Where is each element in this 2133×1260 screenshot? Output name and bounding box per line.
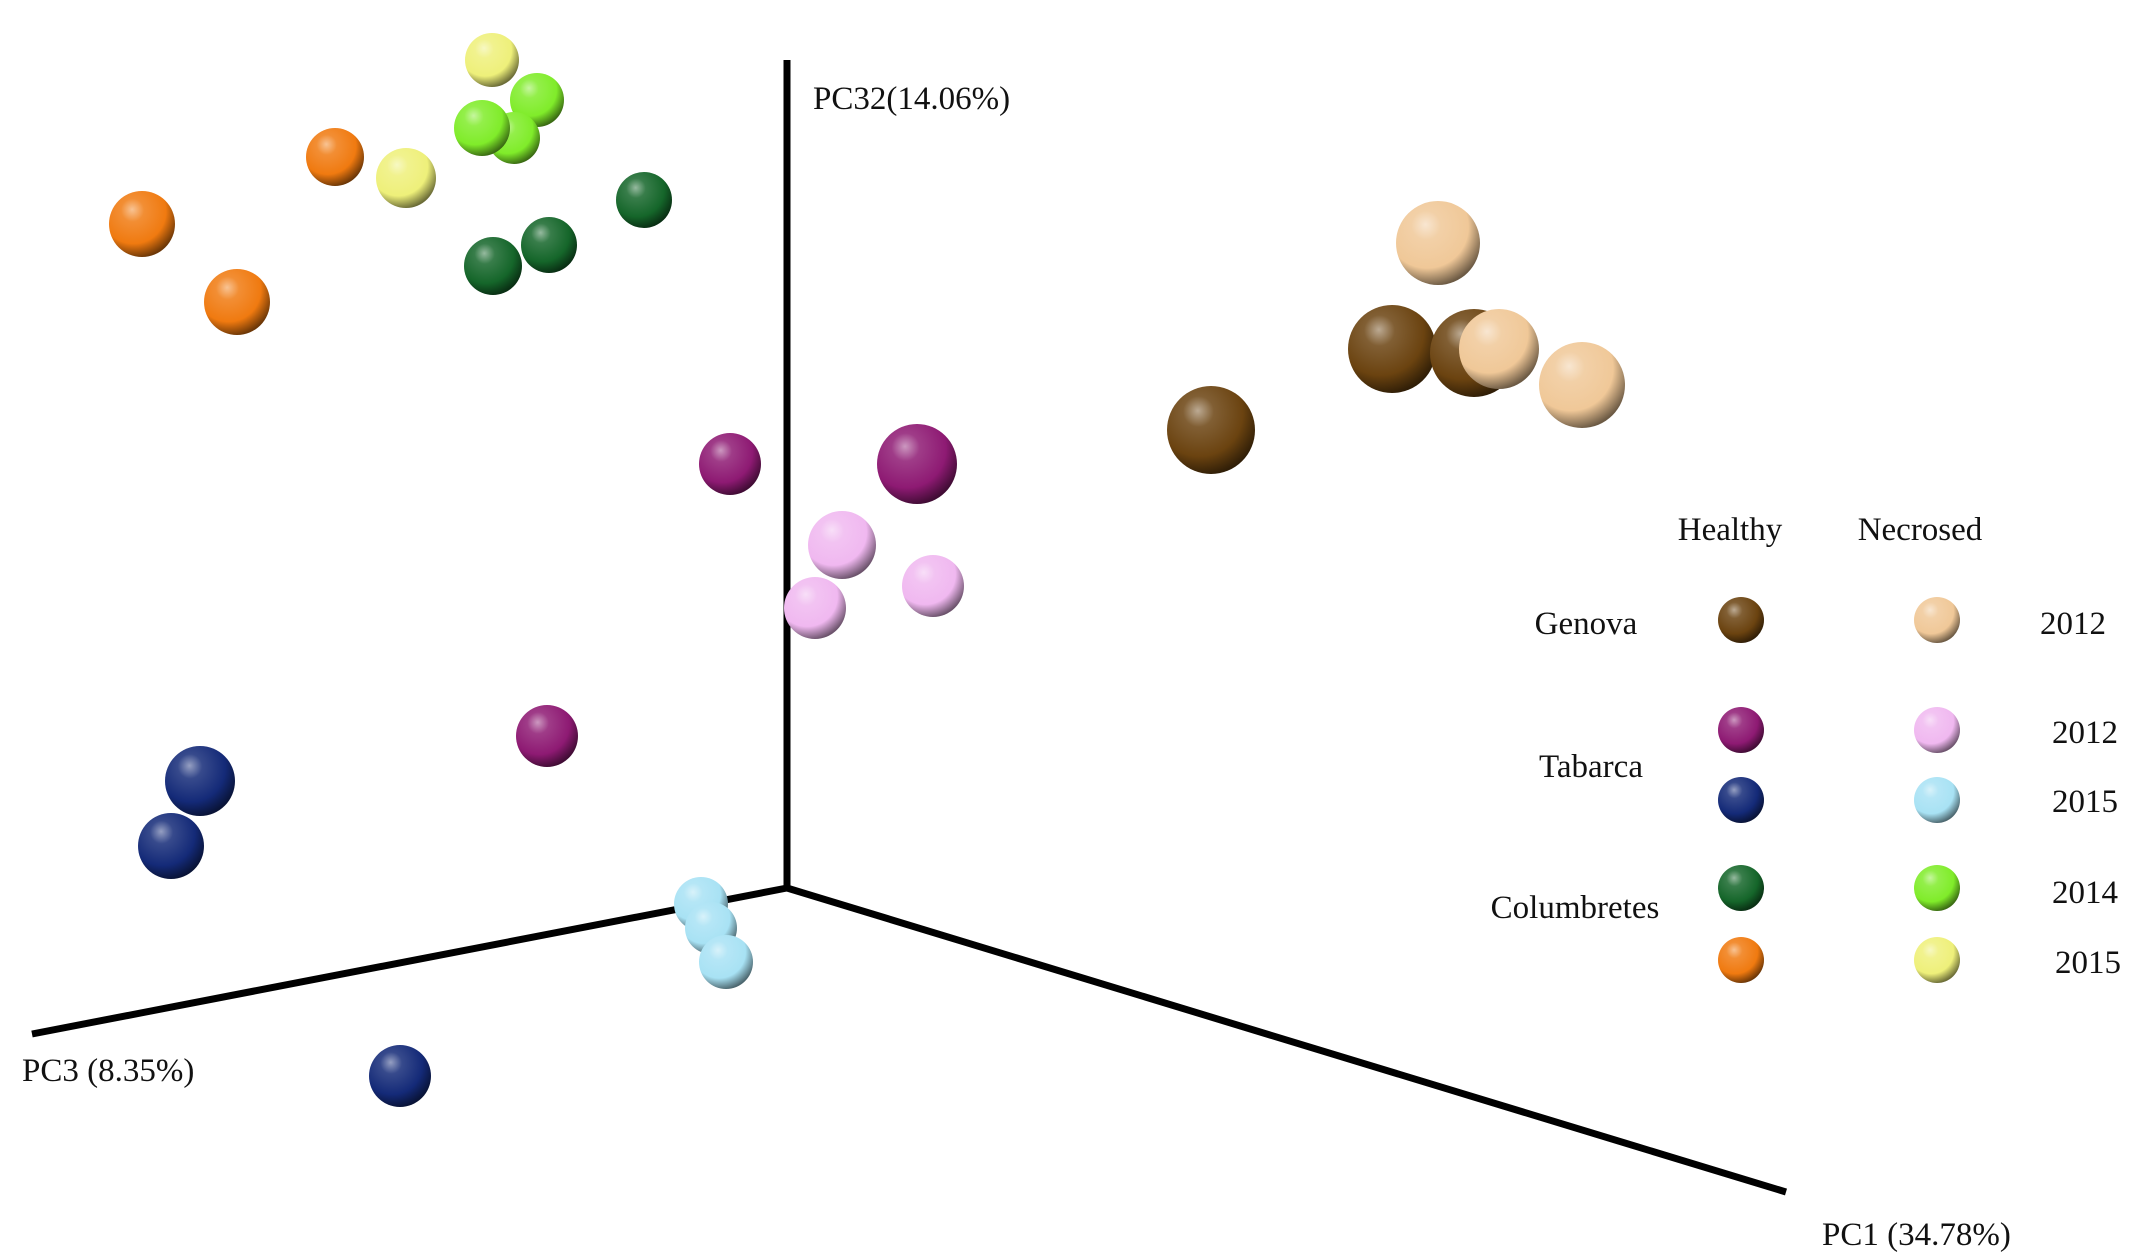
point-columbretes-necrosed-2015-1 — [465, 33, 519, 87]
point-columbretes-healthy-2015-1 — [306, 128, 364, 186]
legend-swatches — [1718, 597, 1960, 983]
legend-year-tabarca-2015: 2015 — [2052, 784, 2118, 820]
point-genova-necrosed-2012-1 — [1396, 201, 1480, 285]
point-genova-necrosed-2012-2 — [1459, 309, 1539, 389]
legend-site-tabarca: Tabarca — [1539, 749, 1643, 785]
point-tabarca-necrosed-2012-2 — [902, 555, 964, 617]
axis-left — [31, 884, 788, 1038]
point-columbretes-healthy-2014-3 — [464, 237, 522, 295]
legend-swatch-healthy-tabarca-2015 — [1718, 777, 1764, 823]
legend-year-columbretes-2015: 2015 — [2055, 945, 2121, 981]
point-columbretes-necrosed-2015-2 — [376, 148, 436, 208]
legend-swatch-healthy-genova-2012 — [1718, 597, 1764, 643]
axis-label-pc32: PC32(14.06%) — [813, 81, 1010, 117]
point-tabarca-healthy-2015-2 — [138, 813, 204, 879]
legend-year-columbretes-2014: 2014 — [2052, 875, 2118, 911]
point-columbretes-healthy-2015-2 — [109, 191, 175, 257]
point-columbretes-necrosed-2014-3 — [454, 100, 510, 156]
axis-right — [785, 884, 1788, 1196]
legend: Healthy Necrosed Genova Tabarca Columbre… — [1491, 512, 2121, 983]
legend-swatch-necrosed-columbretes-2015 — [1914, 937, 1960, 983]
legend-site-genova: Genova — [1535, 606, 1638, 642]
legend-year-genova-2012: 2012 — [2040, 606, 2106, 642]
legend-swatch-necrosed-genova-2012 — [1914, 597, 1960, 643]
legend-swatch-healthy-columbretes-2014 — [1718, 865, 1764, 911]
point-genova-healthy-2012-1 — [1167, 386, 1255, 474]
point-columbretes-necrosed-2014-1 — [510, 73, 564, 127]
point-tabarca-necrosed-2012-1 — [808, 511, 876, 579]
point-columbretes-healthy-2014-1 — [616, 172, 672, 228]
axis-label-pc3: PC3 (8.35%) — [22, 1053, 194, 1089]
point-tabarca-healthy-2012-1 — [699, 433, 761, 495]
point-tabarca-necrosed-2015-3 — [699, 935, 753, 989]
point-tabarca-healthy-2012-2 — [877, 424, 957, 504]
legend-swatch-necrosed-tabarca-2015 — [1914, 777, 1960, 823]
legend-swatch-healthy-columbretes-2015 — [1718, 937, 1764, 983]
legend-header-necrosed: Necrosed — [1858, 512, 1983, 548]
legend-swatch-healthy-tabarca-2012 — [1718, 707, 1764, 753]
legend-swatch-necrosed-tabarca-2012 — [1914, 707, 1960, 753]
point-tabarca-healthy-2012-3 — [516, 705, 578, 767]
point-genova-healthy-2012-2 — [1348, 305, 1436, 393]
legend-year-tabarca-2012: 2012 — [2052, 715, 2118, 751]
axis-label-pc1: PC1 (34.78%) — [1822, 1217, 2011, 1253]
data-points — [109, 33, 1625, 1107]
point-tabarca-healthy-2015-3 — [369, 1045, 431, 1107]
point-genova-necrosed-2012-3 — [1539, 342, 1625, 428]
legend-site-columbretes: Columbretes — [1491, 890, 1660, 926]
point-columbretes-healthy-2014-2 — [521, 217, 577, 273]
point-tabarca-necrosed-2012-3 — [784, 577, 846, 639]
legend-header-healthy: Healthy — [1678, 512, 1783, 548]
point-columbretes-healthy-2015-3 — [204, 269, 270, 335]
legend-swatch-necrosed-columbretes-2014 — [1914, 865, 1960, 911]
point-tabarca-healthy-2015-1 — [165, 746, 235, 816]
